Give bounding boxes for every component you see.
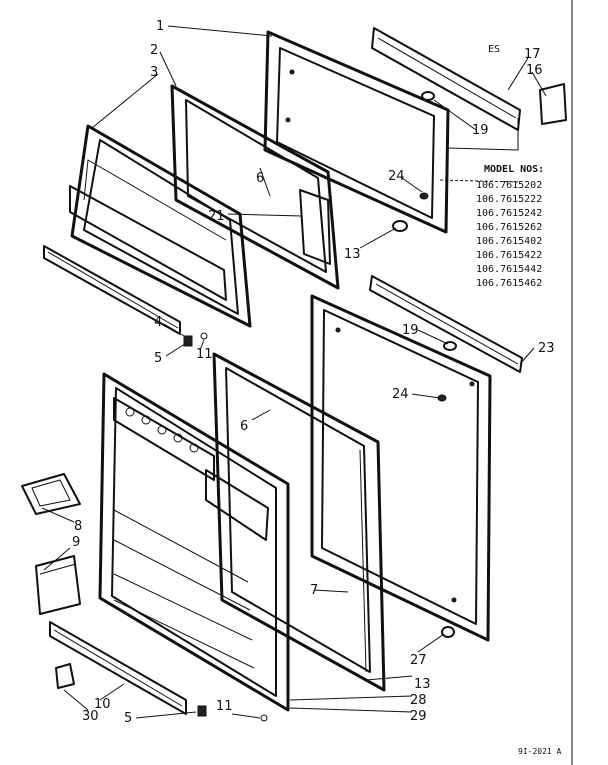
part-lower-inner-shell <box>98 372 290 712</box>
model-number: 106.7615242 <box>476 208 542 219</box>
model-number: 106.7615422 <box>476 250 542 261</box>
part-8-egg-tray <box>21 473 81 515</box>
model-number: 106.7615402 <box>476 236 542 247</box>
model-numbers-block: ES MODEL NOS: 106.7615202 106.7615222 10… <box>476 44 544 289</box>
callout-24-upper: 24 <box>388 169 405 184</box>
leader-lines <box>41 25 547 719</box>
small-hardware <box>183 332 457 722</box>
part-lower-liner-frame <box>212 352 386 692</box>
callout-8: 8 <box>74 519 82 534</box>
part-2-freezer-liner-frame <box>170 84 340 290</box>
callout-3: 3 <box>150 65 158 80</box>
model-number: 106.7615442 <box>476 264 542 275</box>
part-17-upper-hinge-bar <box>371 27 567 131</box>
callout-2: 2 <box>150 43 158 58</box>
callout-16: 16 <box>526 63 543 78</box>
callout-29: 29 <box>410 709 427 724</box>
footer-code: 9I-2021 A <box>518 747 562 756</box>
model-number: 106.7615202 <box>476 180 542 191</box>
callout-13-upper: 13 <box>344 247 361 262</box>
part-23-lower-hinge-bar <box>369 275 523 373</box>
callout-17: 17 <box>524 47 541 62</box>
callout-28: 28 <box>410 693 427 708</box>
callout-6-upper: 6 <box>256 171 264 186</box>
callout-23: 23 <box>538 341 555 356</box>
part-lower-door-panel <box>310 294 492 642</box>
part-30-clip <box>55 663 75 689</box>
callout-5-upper: 5 <box>154 351 162 366</box>
callout-27: 27 <box>410 653 427 668</box>
model-number: 106.7615262 <box>476 222 542 233</box>
callout-10: 10 <box>94 697 111 712</box>
callout-labels: 1 2 3 6 21 13 24 17 16 19 4 5 11 19 23 2… <box>72 19 555 726</box>
callout-11-upper: 11 <box>196 347 213 362</box>
model-heading: MODEL NOS: <box>484 164 544 175</box>
callout-24-lower: 24 <box>392 387 409 402</box>
callout-5-lower: 5 <box>124 711 132 726</box>
callout-9: 9 <box>72 535 80 550</box>
part-3-freezer-inner-shell <box>69 124 252 328</box>
callout-21: 21 <box>208 209 225 224</box>
upper-small-parts <box>392 91 521 232</box>
callout-7: 7 <box>310 583 318 598</box>
model-number: 106.7615222 <box>476 194 542 205</box>
callout-6-lower: 6 <box>240 419 248 434</box>
callout-19-lower: 19 <box>402 323 419 338</box>
callout-19-upper: 19 <box>472 123 489 138</box>
callout-30: 30 <box>82 709 99 724</box>
part-1-freezer-door-panel <box>263 30 450 234</box>
model-number: 106.7615462 <box>476 278 542 289</box>
callout-13-lower: 13 <box>414 677 431 692</box>
part-10-lower-shelf-bar <box>49 621 187 715</box>
part-9-dairy-door <box>35 555 81 615</box>
corner-code: ES <box>488 44 500 55</box>
callout-4: 4 <box>154 315 162 330</box>
callout-11-lower: 11 <box>216 699 233 714</box>
callout-1: 1 <box>156 19 164 34</box>
